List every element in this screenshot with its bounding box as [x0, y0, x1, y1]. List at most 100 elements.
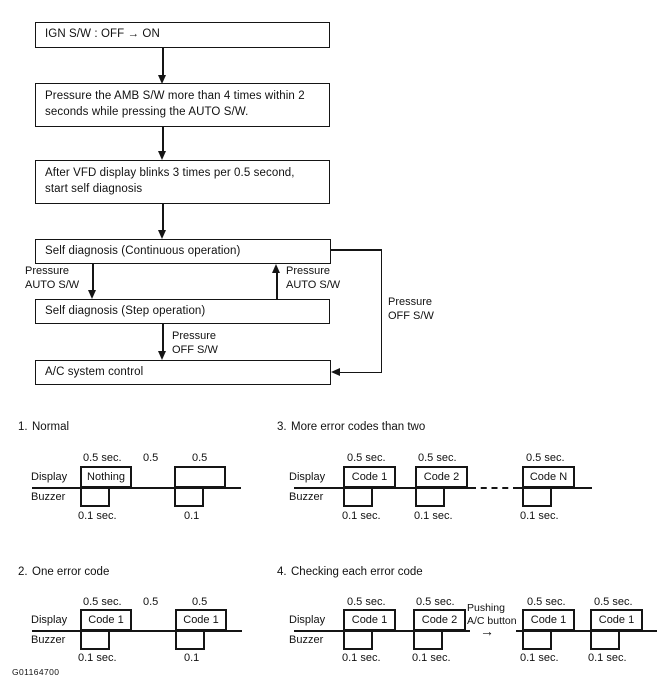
buzzer-pulse [522, 631, 552, 650]
time-label: 0.5 [192, 596, 208, 608]
connector-line [331, 249, 382, 251]
signal-baseline [294, 487, 470, 489]
display-label: Display [289, 471, 326, 483]
time-label: 0.1 [184, 510, 200, 522]
time-label: 0.5 [192, 452, 208, 464]
flow-arrow-line [162, 127, 164, 152]
time-label: 0.5 sec. [418, 452, 457, 464]
time-label: 0.5 [143, 596, 159, 608]
diagram-title: 1. Normal [18, 421, 69, 433]
diagram-title-text: Normal [32, 421, 70, 433]
display-pulse-box [174, 466, 226, 488]
display-pulse-box: Code 1 [80, 609, 132, 631]
diagram-title: 3. More error codes than two [277, 421, 425, 433]
flow-arrow-line [162, 204, 164, 231]
time-label: 0.5 sec. [83, 452, 122, 464]
time-label: 0.1 sec. [342, 652, 381, 664]
buzzer-pulse [80, 488, 110, 507]
arrow-down-icon [158, 75, 166, 84]
diagram-number: 1. [18, 421, 28, 433]
signal-baseline [32, 630, 242, 632]
label-pressure-off-loop: Pressure OFF S/W [388, 296, 434, 322]
signal-baseline [516, 630, 657, 632]
display-pulse-box: Code 2 [415, 466, 468, 488]
flow-box-continuous-operation: Self diagnosis (Continuous operation) [35, 239, 331, 264]
diagram-title: 2. One error code [18, 566, 109, 578]
time-label: 0.1 sec. [78, 652, 117, 664]
figure-id: G01164700 [12, 667, 60, 677]
diagram-number: 2. [18, 566, 28, 578]
diagram-number: 4. [277, 566, 287, 578]
buzzer-pulse [590, 631, 620, 650]
buzzer-label: Buzzer [31, 491, 66, 503]
buzzer-label: Buzzer [289, 491, 324, 503]
signal-baseline [519, 487, 592, 489]
time-label: 0.1 sec. [520, 652, 559, 664]
arrow-down-icon [158, 230, 166, 239]
display-pulse-box: Code 1 [522, 609, 575, 631]
arrow-right-icon: → [480, 623, 494, 639]
display-label: Display [31, 471, 68, 483]
time-label: 0.1 sec. [78, 510, 117, 522]
time-label: 0.1 [184, 652, 200, 664]
buzzer-pulse [413, 631, 443, 650]
display-pulse-box: Code 2 [413, 609, 466, 631]
time-label: 0.5 sec. [527, 596, 566, 608]
signal-baseline [294, 630, 470, 632]
time-label: 0.1 sec. [520, 510, 559, 522]
display-label: Display [289, 614, 326, 626]
flow-box-ign-switch: IGN S/W : OFF → ON [35, 22, 330, 48]
time-label: 0.1 sec. [412, 652, 451, 664]
pushing-ac-button-label: Pushing A/C button [467, 602, 517, 627]
time-label: 0.5 sec. [83, 596, 122, 608]
display-pulse-box: Nothing [80, 466, 132, 488]
arrow-left-icon [331, 368, 340, 376]
label-pressure-auto-left: Pressure AUTO S/W [25, 265, 80, 291]
flow-box-vfd-blink: After VFD display blinks 3 times per 0.5… [35, 160, 330, 204]
diagram-title-text: Checking each error code [291, 566, 423, 578]
display-label: Display [31, 614, 68, 626]
arrow-down-icon [88, 290, 96, 299]
arrow-down-icon [158, 151, 166, 160]
time-label: 0.5 sec. [347, 452, 386, 464]
buzzer-pulse [343, 488, 373, 507]
display-pulse-box: Code 1 [343, 466, 396, 488]
connector-line [339, 371, 382, 373]
arrow-up-icon [272, 264, 280, 273]
buzzer-pulse [522, 488, 552, 507]
time-label: 0.5 sec. [594, 596, 633, 608]
time-label: 0.5 sec. [347, 596, 386, 608]
label-pressure-auto-right: Pressure AUTO S/W [286, 265, 341, 291]
arrow-down-icon [158, 351, 166, 360]
time-label: 0.1 sec. [414, 510, 453, 522]
buzzer-label: Buzzer [289, 634, 324, 646]
label-pressure-off-down: Pressure OFF S/W [172, 330, 218, 356]
flow-arrow-line [92, 264, 94, 291]
time-label: 0.5 [143, 452, 159, 464]
diagram-title: 4. Checking each error code [277, 566, 423, 578]
display-pulse-box: Code 1 [175, 609, 227, 631]
diagram-number: 3. [277, 421, 287, 433]
flow-box-ac-system-control: A/C system control [35, 360, 331, 385]
buzzer-pulse [80, 631, 110, 650]
buzzer-pulse [343, 631, 373, 650]
display-pulse-box: Code 1 [590, 609, 643, 631]
flow-box-step-operation: Self diagnosis (Step operation) [35, 299, 330, 324]
display-pulse-box: Code 1 [343, 609, 396, 631]
time-label: 0.5 sec. [526, 452, 565, 464]
diagram-title-text: One error code [32, 566, 110, 578]
display-pulse-box: Code N [522, 466, 575, 488]
time-label: 0.1 sec. [342, 510, 381, 522]
buzzer-label: Buzzer [31, 634, 66, 646]
signal-baseline-dashed [470, 487, 519, 489]
buzzer-pulse [415, 488, 445, 507]
time-label: 0.5 sec. [416, 596, 455, 608]
time-label: 0.1 sec. [588, 652, 627, 664]
buzzer-pulse [175, 631, 205, 650]
flow-arrow-line [276, 273, 278, 299]
diagram-title-text: More error codes than two [291, 421, 426, 433]
flow-box-press-amb: Pressure the AMB S/W more than 4 times w… [35, 83, 330, 127]
flow-arrow-line [162, 48, 164, 76]
buzzer-pulse [174, 488, 204, 507]
